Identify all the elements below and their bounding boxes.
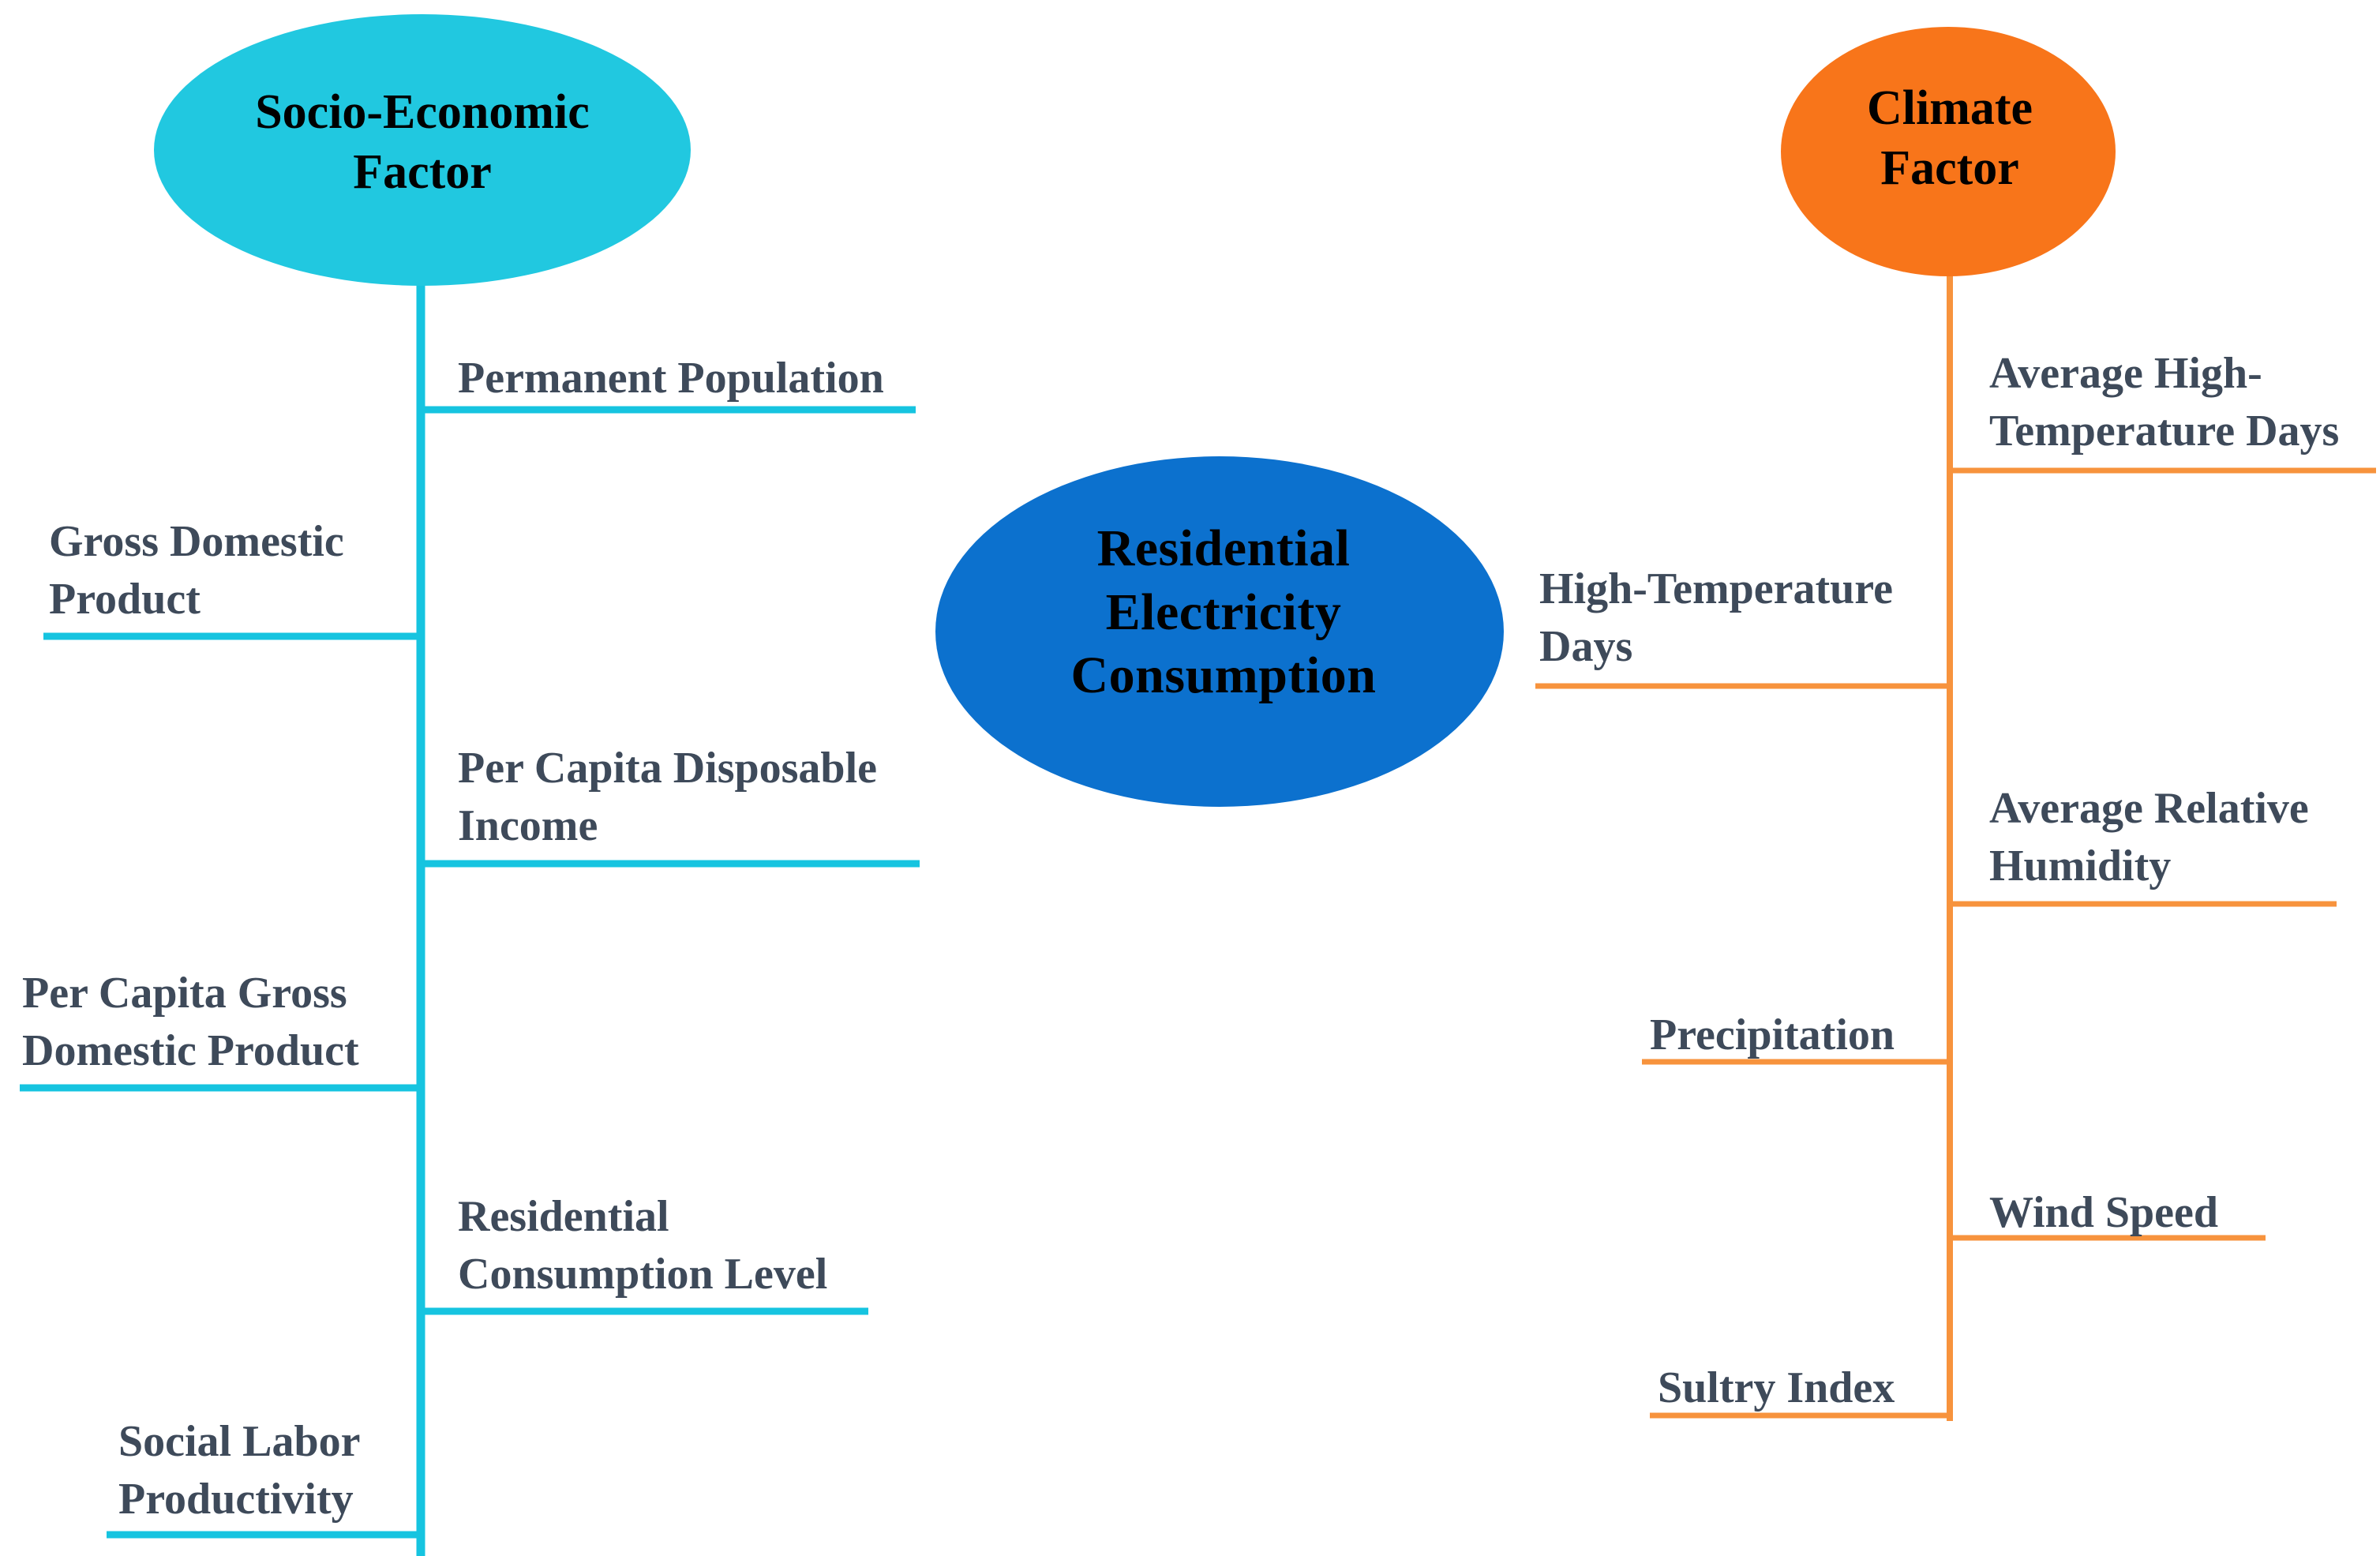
branch-label-gross-domestic-product[interactable]: Gross Domestic Product	[49, 517, 344, 624]
residential-electricity-consumption-node[interactable]	[935, 456, 1504, 807]
branch-label-average-relative-humidity[interactable]: Average Relative Humidity	[1989, 784, 2309, 890]
branch-label-per-capita-gross-domestic-product[interactable]: Per Capita Gross Domestic Product	[22, 969, 359, 1075]
branch-label-sultry-index[interactable]: Sultry Index	[1658, 1363, 1895, 1412]
branch-label-wind-speed[interactable]: Wind Speed	[1989, 1188, 2218, 1237]
branch-label-average-high-temperature-days[interactable]: Average High- Temperature Days	[1989, 349, 2340, 456]
socio-economic-factor-node[interactable]	[154, 14, 691, 286]
branch-label-residential-consumption-level[interactable]: Residential Consumption Level	[458, 1192, 828, 1299]
branch-label-precipitation[interactable]: Precipitation	[1650, 1010, 1895, 1059]
branch-label-high-temperature-days[interactable]: High-Temperature Days	[1539, 564, 1893, 671]
branch-label-permanent-population[interactable]: Permanent Population	[458, 354, 884, 403]
climate-connectors	[1535, 268, 2376, 1421]
climate-factor-node[interactable]	[1781, 27, 2116, 276]
branch-label-social-labor-productivity[interactable]: Social Labor Productivity	[118, 1417, 361, 1524]
branch-label-per-capita-disposable-income[interactable]: Per Capita Disposable Income	[458, 744, 877, 850]
socio-economic-connectors	[20, 276, 920, 1556]
